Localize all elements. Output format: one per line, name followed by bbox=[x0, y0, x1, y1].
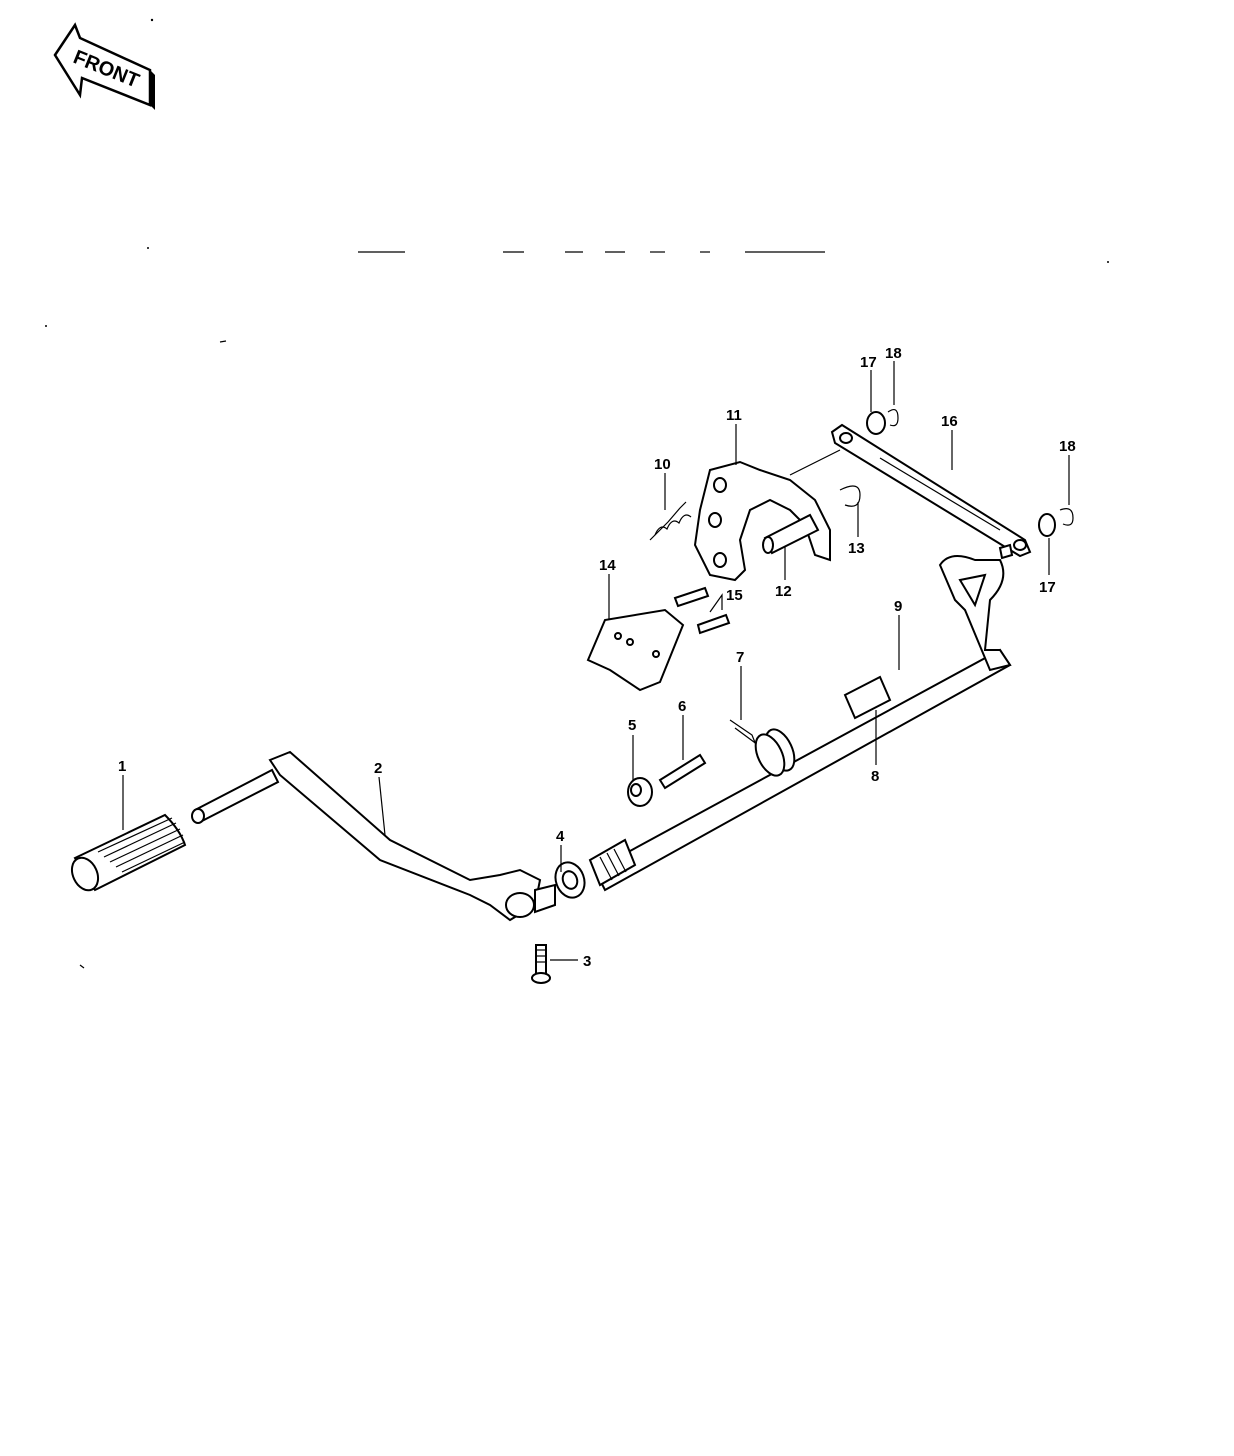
callout-17-right: 17 bbox=[1039, 579, 1056, 596]
part-1-pedal-rubber bbox=[70, 813, 187, 892]
callout-13: 13 bbox=[848, 540, 865, 557]
part-17-washer-upper bbox=[866, 411, 886, 435]
part-4-oil-seal bbox=[554, 861, 586, 899]
callout-12: 12 bbox=[775, 583, 792, 600]
callout-3: 3 bbox=[583, 953, 591, 970]
callout-7: 7 bbox=[736, 649, 744, 666]
callout-4: 4 bbox=[556, 828, 565, 845]
part-13-circlip bbox=[839, 485, 861, 507]
scan-specks bbox=[45, 18, 1109, 969]
callout-18-right: 18 bbox=[1059, 438, 1076, 455]
callout-6: 6 bbox=[678, 698, 686, 715]
front-arrow: FRONT bbox=[53, 22, 155, 110]
part-14-plate bbox=[586, 608, 685, 692]
callout-18-upper: 18 bbox=[885, 345, 902, 362]
callout-15: 15 bbox=[726, 587, 743, 604]
callout-8: 8 bbox=[871, 768, 879, 785]
part-12-pin bbox=[762, 513, 820, 555]
part-18-clip-right bbox=[1059, 508, 1074, 526]
leader-lines bbox=[122, 361, 1070, 961]
callout-10: 10 bbox=[654, 456, 671, 473]
part-6-stud bbox=[658, 753, 707, 790]
part-11-shift-plate bbox=[693, 460, 831, 582]
part-17-washer-right bbox=[1038, 513, 1056, 537]
callout-5: 5 bbox=[628, 717, 636, 734]
part-18-clip-upper bbox=[887, 408, 899, 427]
part-16-link-rod bbox=[789, 423, 1032, 560]
callout-11: 11 bbox=[726, 407, 742, 424]
part-10-spring bbox=[649, 501, 692, 541]
callout-16: 16 bbox=[941, 413, 958, 430]
part-3-bolt bbox=[531, 944, 551, 984]
callout-numbers: 1 2 3 4 5 6 7 8 9 10 11 12 13 14 15 16 1… bbox=[118, 345, 1076, 970]
callout-17-upper: 17 bbox=[860, 354, 877, 371]
part-5-nut bbox=[627, 777, 653, 807]
part-8-collar bbox=[843, 675, 892, 720]
callout-9: 9 bbox=[894, 598, 902, 615]
part-2-shift-pedal bbox=[191, 750, 556, 922]
callout-14: 14 bbox=[599, 557, 616, 574]
part-9-shift-shaft bbox=[588, 555, 1012, 892]
callout-1: 1 bbox=[118, 758, 126, 775]
part-15-screws bbox=[673, 586, 731, 635]
callout-2: 2 bbox=[374, 760, 382, 777]
